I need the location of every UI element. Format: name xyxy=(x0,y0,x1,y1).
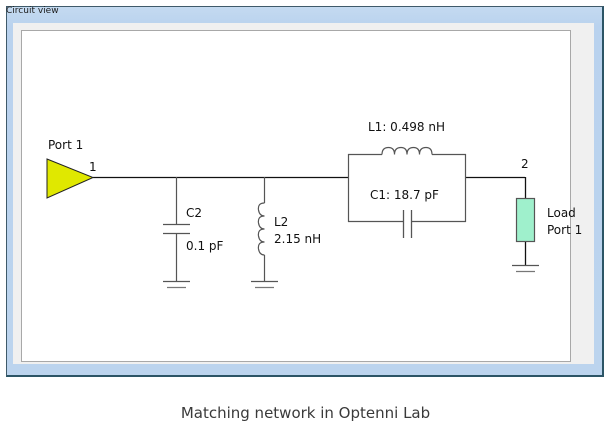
circuit-canvas xyxy=(21,30,571,362)
node-2-label: 2 xyxy=(521,157,529,171)
load-label-line2: Port 1 xyxy=(547,223,582,237)
l2-value: 2.15 nH xyxy=(274,232,321,246)
capacitor-c2[interactable] xyxy=(163,177,190,289)
l2-coil-icon xyxy=(257,202,265,256)
port-label: Port 1 xyxy=(48,138,83,152)
window-title: Circuit view xyxy=(6,6,59,16)
parallel-l1-c1[interactable] xyxy=(347,146,467,239)
port-triangle-icon[interactable] xyxy=(46,158,95,199)
l2-name: L2 xyxy=(274,215,288,229)
load-label-line1: Load xyxy=(547,206,576,220)
c2-name: C2 xyxy=(186,206,202,220)
l1-coil-icon xyxy=(381,146,433,155)
load-port[interactable] xyxy=(512,177,539,273)
load-resistor-icon xyxy=(515,197,536,243)
c2-value: 0.1 pF xyxy=(186,239,224,253)
figure-caption: Matching network in Optenni Lab xyxy=(180,404,431,422)
c1-label: C1: 18.7 pF xyxy=(370,188,439,202)
l1-label: L1: 0.498 nH xyxy=(368,120,445,134)
inductor-l2[interactable] xyxy=(251,177,278,289)
node-1-label: 1 xyxy=(89,160,97,174)
